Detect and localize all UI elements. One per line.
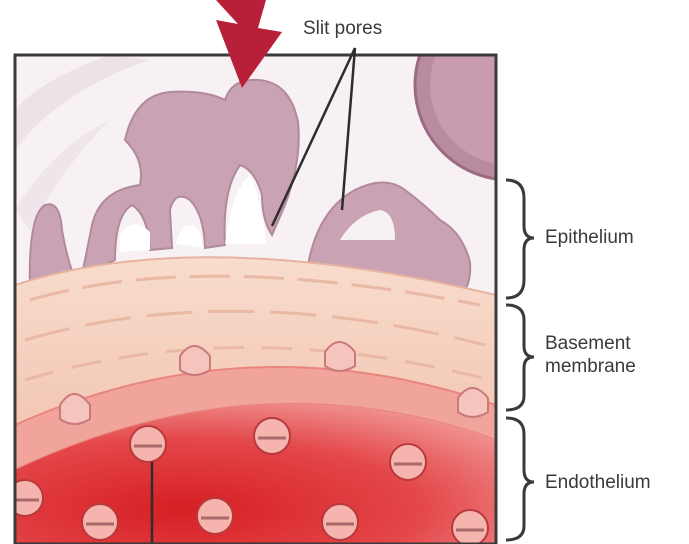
layer-braces — [506, 180, 534, 540]
slit-pores-label: Slit pores — [303, 17, 382, 40]
epithelium-label: Epithelium — [545, 226, 634, 249]
basement-membrane-label: Basement membrane — [545, 332, 636, 378]
endothelium-label: Endothelium — [545, 471, 651, 494]
